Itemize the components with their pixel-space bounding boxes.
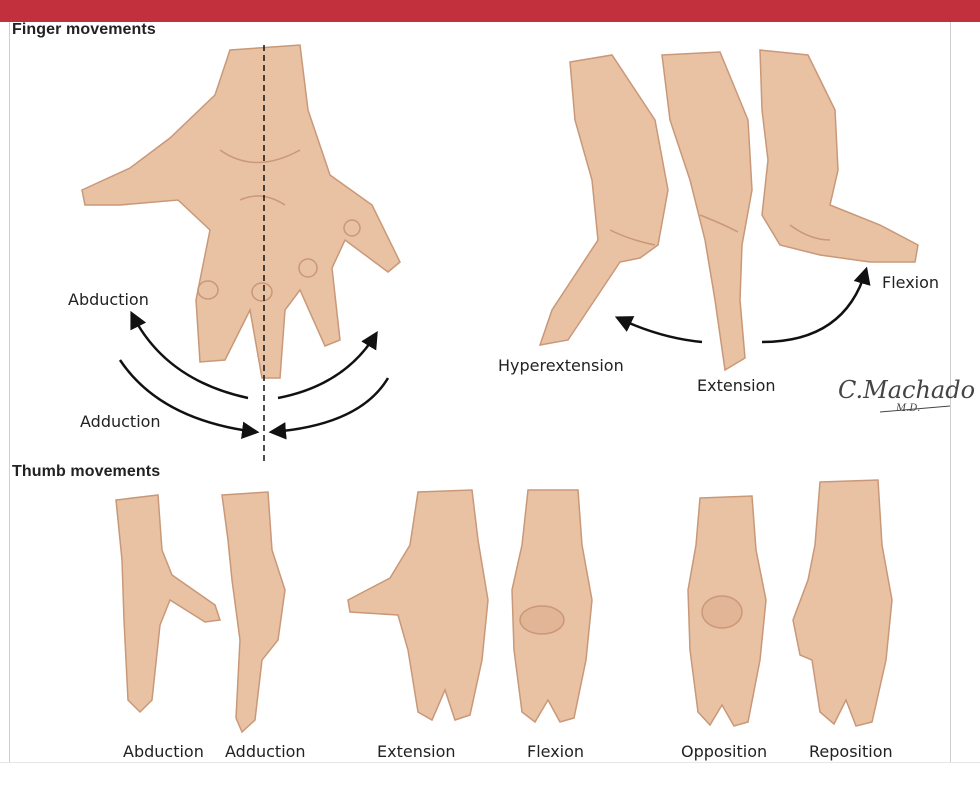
thumb-reposition-hand-illustration — [792, 479, 893, 727]
thumb-flexion-hand-illustration — [511, 489, 593, 724]
label-thumb-reposition: Reposition — [809, 742, 893, 761]
thumb-movements-title: Thumb movements — [12, 463, 161, 480]
label-thumb-abduction: Abduction — [123, 742, 204, 761]
flexion-hand-illustration — [759, 49, 919, 263]
signature-underline — [879, 405, 951, 413]
label-thumb-flexion: Flexion — [527, 742, 585, 761]
extension-hand-illustration — [661, 51, 753, 372]
abduction-arrow-right — [277, 331, 378, 400]
flexion-arrow — [761, 266, 871, 344]
hyperextension-arrow — [614, 316, 703, 344]
spread-hand-illustration — [81, 44, 401, 379]
abduction-arrow-left — [130, 310, 249, 400]
thumb-extension-hand-illustration — [347, 489, 489, 722]
adduction-arrow-right — [268, 377, 390, 440]
left-border — [9, 22, 10, 762]
label-finger-adduction: Adduction — [80, 412, 161, 431]
bottom-rule — [0, 762, 980, 763]
adduction-arrow-left — [118, 359, 260, 439]
top-banner — [0, 0, 980, 22]
thumb-abduction-hand-illustration — [115, 494, 221, 714]
label-finger-flexion: Flexion — [882, 273, 940, 292]
label-finger-abduction: Abduction — [68, 290, 149, 309]
finger-movements-title: Finger movements — [12, 21, 156, 38]
label-thumb-opposition: Opposition — [681, 742, 768, 761]
artist-signature: C.Machado — [838, 376, 976, 404]
right-border — [950, 22, 951, 762]
hyperextension-hand-illustration — [538, 54, 669, 346]
thumb-adduction-hand-illustration — [221, 491, 286, 734]
label-thumb-extension: Extension — [377, 742, 456, 761]
label-finger-hyperextension: Hyperextension — [498, 356, 624, 375]
artist-signature-suffix: M.D. — [896, 403, 921, 414]
label-finger-extension: Extension — [697, 376, 776, 395]
label-thumb-adduction: Adduction — [225, 742, 306, 761]
